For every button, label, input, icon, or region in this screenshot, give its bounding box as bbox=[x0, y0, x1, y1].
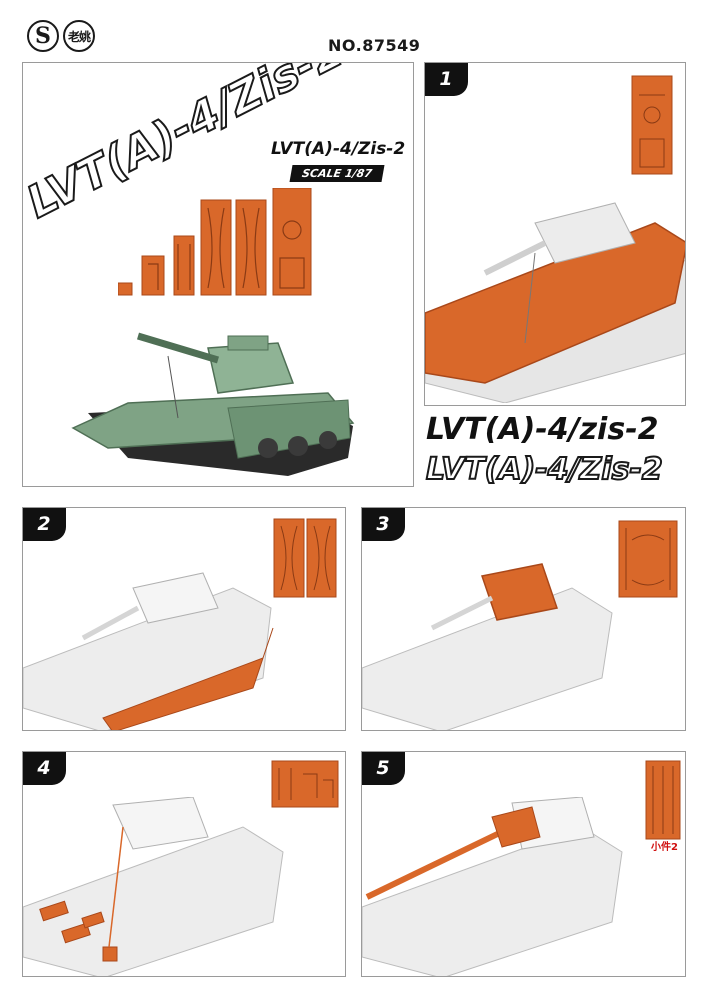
main-title: LVT(A)-4/zis-2 bbox=[426, 412, 659, 447]
main-title-outline: LVT(A)-4/Zis-2 bbox=[425, 451, 664, 488]
step-3-model-illustration bbox=[362, 563, 613, 730]
step-3-panel: 3 bbox=[361, 507, 686, 731]
cover-title: LVT(A)-4/Zis-2 bbox=[271, 139, 406, 159]
step-5-sprue bbox=[645, 760, 681, 840]
step-1-sprue bbox=[631, 75, 673, 175]
step-1-model-illustration bbox=[425, 202, 685, 403]
cover-sprues bbox=[118, 188, 312, 296]
step-1-panel: 1 bbox=[424, 62, 686, 406]
step-4-sprue bbox=[271, 760, 339, 808]
step-3-badge: 3 bbox=[362, 508, 405, 541]
step-2-panel: 2 bbox=[22, 507, 346, 731]
step-2-sprue bbox=[273, 518, 337, 598]
cover-tank-illustration bbox=[71, 332, 355, 476]
step-4-badge: 4 bbox=[23, 752, 66, 785]
step-3-sprue bbox=[618, 520, 678, 598]
step-2-model-illustration bbox=[23, 572, 274, 730]
step-5-part-label: 小件2 bbox=[651, 842, 678, 853]
step-5-badge: 5 bbox=[362, 752, 405, 785]
step-5-model-illustration bbox=[362, 797, 623, 976]
step-4-panel: 4 bbox=[22, 751, 346, 977]
scale-tag: SCALE 1/87 bbox=[289, 165, 385, 182]
product-number: NO.87549 bbox=[328, 36, 421, 55]
cover-panel: LVT(A)-4/Zis-2 LVT(A)-4/Zis-2 SCALE 1/87 bbox=[22, 62, 414, 487]
brand-logo-s: S bbox=[27, 20, 59, 52]
step-1-badge: 1 bbox=[425, 63, 468, 96]
brand-seal-logo: 老姚 bbox=[63, 20, 95, 52]
step-2-badge: 2 bbox=[23, 508, 66, 541]
step-5-panel: 5 小件2 bbox=[361, 751, 686, 977]
step-4-model-illustration bbox=[23, 797, 284, 976]
